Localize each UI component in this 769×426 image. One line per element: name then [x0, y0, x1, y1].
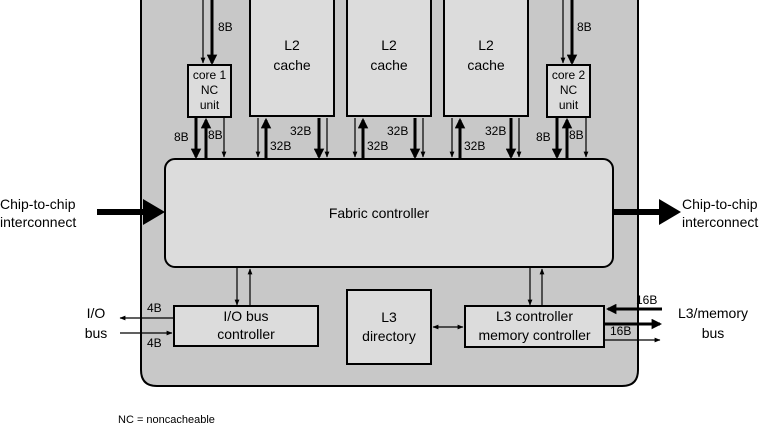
l2-3-left-width-label: 32B [464, 139, 485, 153]
core1-top-width-label: 8B [218, 20, 233, 34]
chip-to-chip-left-arrow [97, 199, 165, 225]
l2-cache-3-label-line1: L2 [478, 37, 494, 53]
core1-label-line3: unit [200, 98, 220, 112]
core2-top-width-label: 8B [577, 20, 592, 34]
io-out-width-label: 4B [147, 301, 162, 315]
l3-ctrl-label-line1: L3 controller [496, 308, 573, 324]
l2-cache-1-label-line1: L2 [284, 37, 300, 53]
l2-cache-3-box [443, 0, 529, 117]
core1-label-line1: core 1 [193, 68, 227, 82]
memory-bus-label-line1: L3/memory [678, 305, 748, 321]
l2-cache-2-links [352, 117, 426, 160]
l3-directory-box [346, 289, 432, 365]
core1-label-line2: NC [201, 83, 219, 97]
l2-cache-2-label-line2: cache [370, 57, 408, 73]
l2-2-right-width-label: 32B [387, 124, 408, 138]
l2-cache-3-links [449, 117, 522, 160]
core2-down-width-label: 8B [536, 130, 551, 144]
l2-2-left-width-label: 32B [367, 139, 388, 153]
l2-cache-1-box [249, 0, 335, 117]
core2-up-width-label: 8B [569, 128, 584, 142]
fabric-controller-label: Fabric controller [329, 205, 430, 221]
core2-label-line1: core 2 [552, 68, 586, 82]
l2-cache-2-label-line1: L2 [381, 37, 397, 53]
chip-right-label-line2: interconnect [682, 214, 758, 230]
l2-cache-3-label-line2: cache [467, 57, 505, 73]
core1-up-width-label: 8B [208, 128, 223, 142]
io-in-width-label: 4B [147, 336, 162, 350]
chip-left-label-line1: Chip-to-chip [0, 196, 76, 212]
chip-to-chip-right-arrow [614, 199, 681, 225]
l3-memory-controller-box [464, 305, 605, 348]
l3-dir-label-line2: directory [362, 328, 416, 344]
io-bus-label-line1: I/O [87, 305, 106, 321]
l3-ctrl-label-line2: memory controller [478, 327, 590, 343]
l2-cache-2-box [346, 0, 432, 117]
core1-nc-unit-box [187, 64, 232, 118]
footnote: NC = noncacheable [118, 414, 215, 426]
memory-out-width-label: 16B [610, 324, 631, 338]
core1-down-width-label: 8B [174, 130, 189, 144]
l2-1-left-width-label: 32B [270, 139, 291, 153]
io-bus-label-line2: bus [85, 325, 108, 341]
memory-bus-label-line2: bus [702, 325, 725, 341]
core2-label-line2: NC [560, 83, 578, 97]
l3-dir-label-line1: L3 [381, 309, 397, 325]
core2-label-line3: unit [559, 98, 579, 112]
l2-cache-1-links [255, 117, 330, 160]
memory-in-width-label: 16B [636, 293, 657, 307]
chip-left-label-line2: interconnect [0, 214, 76, 230]
io-ctrl-label-line1: I/O bus [223, 308, 268, 324]
io-ctrl-label-line2: controller [217, 326, 275, 342]
fabric-controller-box [164, 158, 614, 268]
l2-cache-1-label-line2: cache [273, 57, 311, 73]
l2-3-right-width-label: 32B [485, 124, 506, 138]
io-bus-controller-box [173, 305, 319, 347]
chip-right-label-line1: Chip-to-chip [682, 196, 758, 212]
l2-1-right-width-label: 32B [290, 124, 311, 138]
